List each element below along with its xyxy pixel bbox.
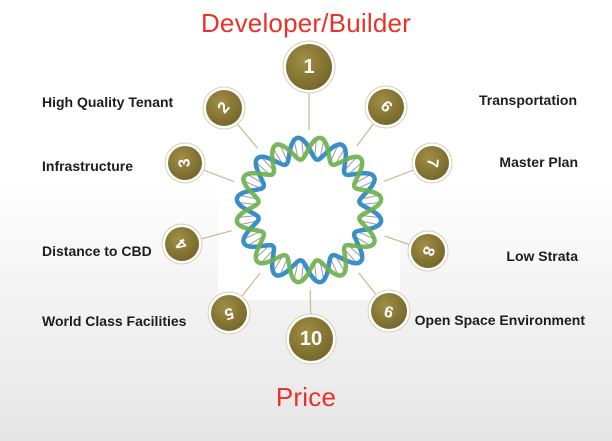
- label-low-strata: Low Strata: [506, 248, 578, 264]
- label-distance-to-cbd: Distance to CBD: [42, 243, 152, 259]
- node-number: 7: [423, 158, 441, 168]
- dna-helix-ring: [234, 135, 384, 285]
- diagram-title: Developer/Builder: [200, 8, 412, 38]
- node-circle: [168, 146, 202, 180]
- node-1: 1: [282, 40, 336, 94]
- node-number: 3: [176, 158, 194, 168]
- node-circle: [165, 227, 199, 261]
- node-circle: [371, 293, 407, 329]
- node-9: 9: [367, 289, 411, 333]
- node-10: 10: [285, 313, 337, 365]
- node-4: 4: [161, 223, 203, 265]
- node-number: 1: [303, 56, 314, 78]
- diagram-footer-title: Price: [275, 382, 337, 412]
- node-7: 7: [411, 142, 453, 184]
- node-circle: [206, 90, 242, 126]
- node-2: 2: [202, 86, 246, 130]
- node-number: 10: [300, 328, 322, 350]
- node-3: 3: [164, 142, 206, 184]
- number-nodes: 1 2 3 4 5 6 7 8 9 10: [161, 40, 453, 365]
- node-6: 6: [364, 85, 408, 129]
- label-transportation: Transportation: [478, 92, 577, 108]
- node-circle: [289, 317, 333, 361]
- node-circle: [411, 234, 445, 268]
- label-infrastructure: Infrastructure: [42, 158, 134, 174]
- label-high-quality-tenant: High Quality Tenant: [42, 94, 174, 110]
- node-circle: [286, 44, 332, 90]
- label-world-class-facilities: World Class Facilities: [42, 313, 187, 329]
- node-5: 5: [207, 291, 251, 335]
- node-circle: [368, 89, 404, 125]
- node-8: 8: [407, 230, 449, 272]
- label-open-space-environment: Open Space Environment: [414, 312, 585, 328]
- node-circle: [211, 295, 247, 331]
- node-circle: [415, 146, 449, 180]
- node-number: 9: [382, 302, 395, 321]
- node-number: 5: [222, 304, 235, 323]
- label-master-plan: Master Plan: [499, 154, 578, 170]
- helix-strand-green: [234, 135, 384, 285]
